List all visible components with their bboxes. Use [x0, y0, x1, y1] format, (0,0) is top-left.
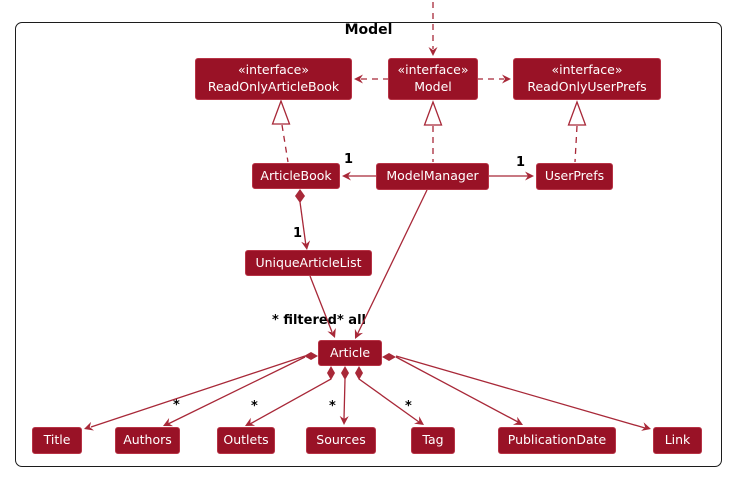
- class-model-interface: «interface» Model: [388, 58, 478, 100]
- class-name: Outlets: [223, 432, 269, 448]
- class-link: Link: [653, 427, 702, 454]
- class-name: Tag: [422, 432, 444, 448]
- class-name: UniqueArticleList: [255, 254, 362, 270]
- class-sources: Sources: [306, 427, 376, 454]
- multiplicity-label-articlebook-list: 1: [293, 226, 303, 241]
- frame-title: Model: [344, 22, 393, 38]
- class-tag: Tag: [411, 427, 455, 454]
- class-readonlyarticlebook: «interface» ReadOnlyArticleBook: [195, 58, 352, 100]
- class-userprefs: UserPrefs: [536, 163, 613, 190]
- class-authors: Authors: [115, 427, 180, 454]
- multiplicity-label-tag: *: [405, 399, 412, 414]
- class-name: UserPrefs: [544, 168, 605, 184]
- class-article: Article: [318, 340, 382, 366]
- class-outlets: Outlets: [217, 427, 275, 454]
- class-publicationdate: PublicationDate: [498, 427, 616, 454]
- class-name: Authors: [123, 432, 172, 448]
- stereotype-label: «interface»: [551, 62, 623, 78]
- class-articlebook: ArticleBook: [252, 163, 340, 189]
- class-title: Title: [32, 427, 82, 454]
- class-modelmanager: ModelManager: [376, 163, 489, 190]
- class-readonlyuserprefs: «interface» ReadOnlyUserPrefs: [513, 58, 661, 100]
- multiplicity-label-modelmanager-userprefs: 1: [516, 155, 526, 170]
- stereotype-label: «interface»: [237, 62, 310, 78]
- class-name: Link: [664, 432, 691, 448]
- class-uniquearticlelist: UniqueArticleList: [245, 250, 372, 276]
- class-name: ModelManager: [386, 168, 479, 184]
- class-name: ArticleBook: [260, 167, 332, 183]
- edge-label-filtered-all: * filtered* all: [272, 314, 366, 327]
- class-name: Model: [414, 79, 452, 94]
- class-name: PublicationDate: [507, 432, 607, 448]
- class-name: Title: [43, 432, 71, 448]
- multiplicity-label-sources: *: [329, 399, 336, 414]
- edge-label-all: * all: [336, 313, 366, 328]
- class-name: Article: [329, 344, 371, 360]
- edge-label-filtered: * filtered: [272, 313, 337, 328]
- multiplicity-label-outlets: *: [251, 399, 258, 414]
- class-name: ReadOnlyArticleBook: [207, 79, 340, 94]
- class-name: ReadOnlyUserPrefs: [527, 79, 647, 94]
- multiplicity-label-authors: *: [173, 398, 180, 413]
- class-name: Sources: [316, 432, 366, 448]
- stereotype-label: «interface»: [397, 62, 469, 78]
- multiplicity-label-modelmanager-articlebook: 1: [344, 152, 354, 167]
